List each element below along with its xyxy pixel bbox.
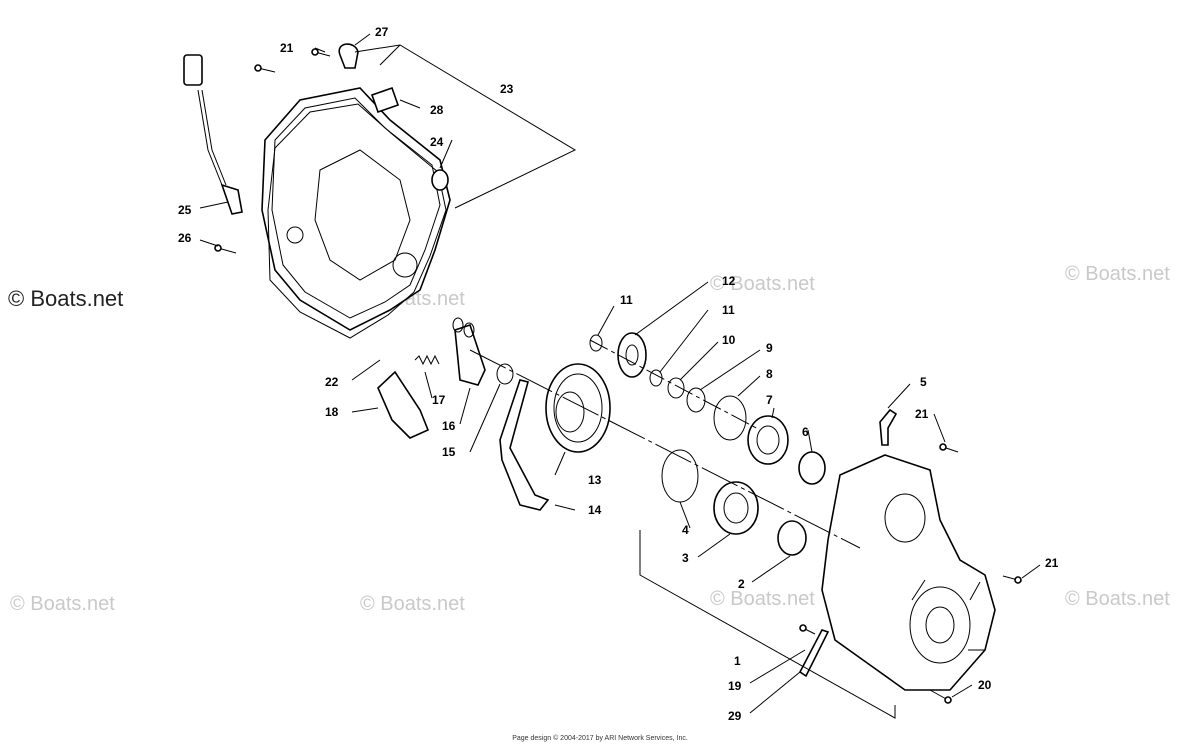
bearing-lower: [713, 481, 759, 535]
watermark-faint: © Boats.net: [710, 273, 815, 295]
callout-21: 21: [280, 41, 294, 55]
chaincase-housing: [821, 454, 996, 691]
drive-chain: [499, 379, 550, 511]
callout-21: 21: [1045, 556, 1059, 570]
dipstick: [798, 629, 830, 678]
screw: [939, 443, 959, 453]
o-ring: [713, 395, 747, 441]
chain-guide: [377, 370, 430, 439]
callout-14: 14: [588, 503, 602, 517]
watermark-faint: © Boats.net: [1065, 588, 1170, 610]
leader-lines: [199, 33, 1041, 714]
callout-13: 13: [588, 473, 602, 487]
callout-3: 3: [682, 551, 689, 565]
clamp: [338, 43, 359, 69]
callout-10: 10: [722, 333, 736, 347]
callout-17: 17: [432, 393, 446, 407]
callout-24: 24: [430, 135, 444, 149]
callout-20: 20: [978, 678, 992, 692]
group-bracket-23: [354, 44, 577, 209]
callout-8: 8: [766, 367, 773, 381]
callout-11: 11: [620, 293, 633, 307]
callout-9: 9: [766, 341, 773, 355]
callout-15: 15: [442, 445, 456, 459]
washer: [463, 322, 475, 338]
bearing-upper: [747, 415, 789, 465]
retaining-ring: [496, 363, 514, 385]
callout-27: 27: [375, 25, 389, 39]
callout-18: 18: [325, 405, 339, 419]
shim-washer: [667, 377, 685, 399]
callout-21: 21: [915, 407, 929, 421]
callout-26: 26: [178, 231, 192, 245]
vent-fitting: [879, 408, 898, 446]
seal: [431, 169, 449, 191]
oil-seal-lower: [777, 520, 807, 556]
callout-1: 1: [734, 654, 741, 668]
o-ring-lower: [661, 449, 699, 503]
small-sprocket: [617, 332, 647, 378]
callout-22: 22: [325, 375, 339, 389]
snap-ring: [589, 334, 603, 352]
gasket: [267, 103, 447, 339]
callout-4: 4: [682, 523, 689, 537]
screw: [311, 48, 331, 57]
callout-28: 28: [430, 103, 444, 117]
screw: [1002, 575, 1022, 584]
callout-16: 16: [442, 419, 456, 433]
screw: [929, 689, 952, 704]
spring: [414, 354, 440, 366]
callout-2: 2: [738, 577, 745, 591]
plug: [370, 86, 400, 114]
screw: [254, 64, 276, 73]
callout-25: 25: [178, 203, 192, 217]
oil-seal-upper: [798, 451, 826, 485]
callout-7: 7: [766, 393, 773, 407]
washer: [452, 317, 464, 333]
callout-19: 19: [728, 679, 742, 693]
assembly-axis: [589, 339, 761, 431]
watermark-faint: © Boats.net: [1065, 263, 1170, 285]
assembly-axis: [469, 349, 861, 549]
watermark-main: © Boats.net: [8, 286, 123, 311]
shim-washer: [686, 387, 706, 413]
sensor-cable: [183, 54, 243, 215]
large-sprocket: [545, 363, 611, 453]
watermark-faint: © Boats.net: [360, 593, 465, 615]
screw: [799, 624, 816, 635]
watermark-faint: © Boats.net: [710, 588, 815, 610]
outer-cover: [261, 87, 451, 331]
callout-6: 6: [802, 425, 809, 439]
tensioner-arm: [454, 323, 486, 386]
callout-12: 12: [722, 274, 736, 288]
callout-5: 5: [920, 375, 927, 389]
page-footer: Page design © 2004-2017 by ARI Network S…: [512, 735, 688, 742]
callout-29: 29: [728, 709, 742, 723]
watermark-faint: © Boats.net: [10, 593, 115, 615]
callout-23: 23: [500, 82, 514, 96]
callout-11: 11: [722, 303, 735, 317]
screw: [214, 244, 237, 254]
group-bracket-1: [639, 530, 896, 719]
